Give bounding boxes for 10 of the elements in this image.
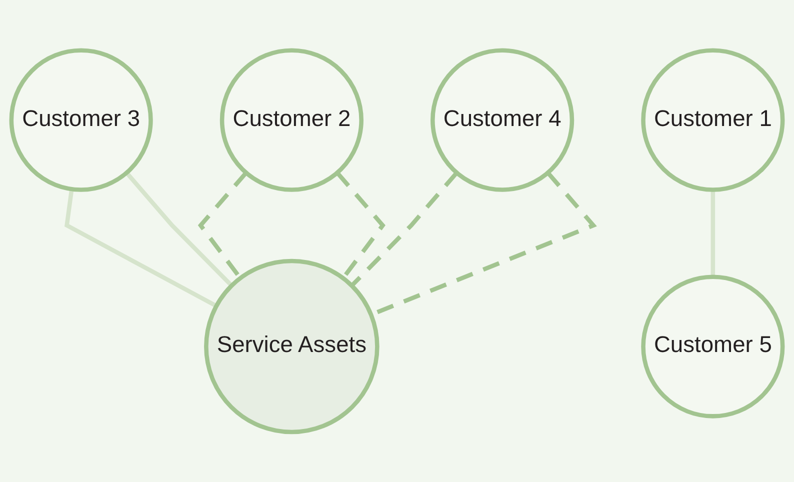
connector: [350, 171, 458, 287]
node-circle: Customer 2: [220, 48, 364, 192]
node-circle: Customer 3: [9, 48, 153, 192]
connector: [64, 188, 218, 308]
node-circle: Customer 5: [641, 274, 785, 418]
connector: [710, 190, 716, 277]
node-circle: Customer 1: [641, 48, 785, 192]
node-circle: Customer 4: [430, 48, 574, 192]
connector: [125, 171, 234, 287]
node-circle: Service Assets: [204, 258, 380, 434]
